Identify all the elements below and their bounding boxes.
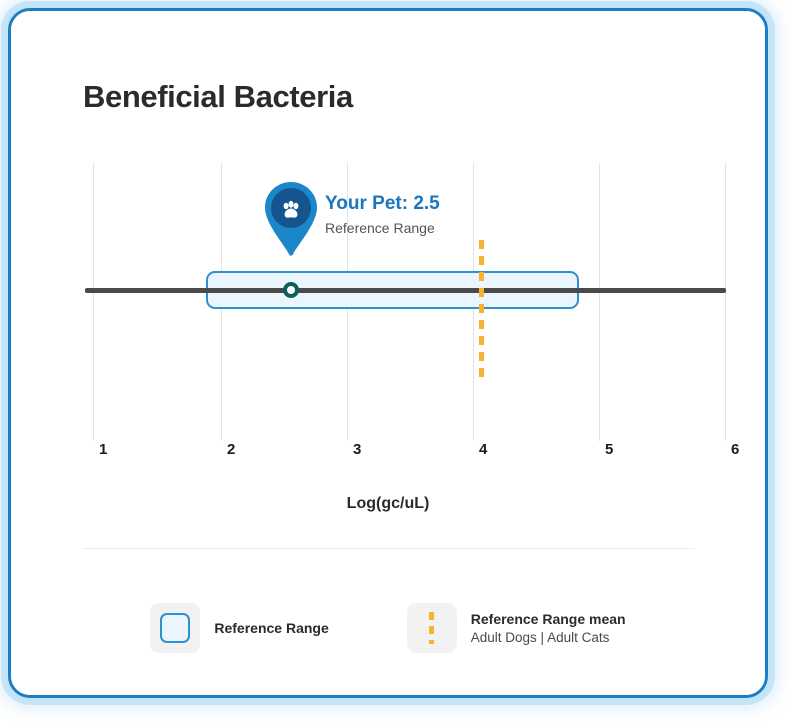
legend-label-secondary: Adult Dogs | Adult Cats bbox=[470, 629, 610, 645]
reference-range-swatch-icon bbox=[160, 613, 191, 643]
tick-label-1: 1 bbox=[99, 441, 108, 458]
gridline-1 bbox=[93, 163, 94, 441]
gridline-6 bbox=[725, 163, 726, 441]
your-pet-callout: Your Pet: 2.5 Reference Range bbox=[325, 193, 440, 238]
reference-mean-line bbox=[479, 240, 484, 381]
legend-divider bbox=[83, 548, 695, 549]
your-pet-data-point bbox=[283, 282, 299, 298]
tick-label-3: 3 bbox=[353, 441, 362, 458]
legend-label-primary: Reference Range mean bbox=[470, 610, 626, 627]
map-pin-icon bbox=[265, 182, 317, 256]
legend-item-reference-range[interactable]: Reference Range bbox=[150, 603, 329, 653]
reference-mean-swatch-icon bbox=[429, 612, 435, 644]
legend-swatch-tile bbox=[406, 603, 457, 653]
tick-label-5: 5 bbox=[605, 441, 614, 458]
your-pet-value: Your Pet: 2.5 bbox=[325, 193, 440, 214]
your-pet-pin-marker[interactable] bbox=[263, 181, 319, 257]
tick-label-6: 6 bbox=[731, 441, 740, 458]
page-title: Beneficial Bacteria bbox=[83, 79, 353, 114]
axis-line bbox=[85, 288, 726, 293]
gridline-5 bbox=[599, 163, 600, 441]
legend-text-block: Reference Range bbox=[214, 619, 328, 637]
x-axis-title: Log(gc/uL) bbox=[346, 495, 430, 512]
your-pet-subtitle: Reference Range bbox=[325, 220, 435, 236]
legend-item-reference-mean[interactable]: Reference Range mean Adult Dogs | Adult … bbox=[406, 603, 626, 653]
tick-label-2: 2 bbox=[227, 441, 236, 458]
legend-swatch-tile bbox=[150, 603, 201, 653]
legend: Reference Range Reference Range mean Adu… bbox=[11, 603, 765, 653]
legend-text-block: Reference Range mean Adult Dogs | Adult … bbox=[471, 610, 626, 647]
tick-label-4: 4 bbox=[479, 441, 488, 458]
chart-card: Beneficial Bacteria bbox=[8, 8, 768, 698]
card-inner: Beneficial Bacteria bbox=[11, 11, 765, 695]
paw-icon bbox=[283, 200, 299, 218]
legend-label-primary: Reference Range bbox=[214, 620, 329, 636]
